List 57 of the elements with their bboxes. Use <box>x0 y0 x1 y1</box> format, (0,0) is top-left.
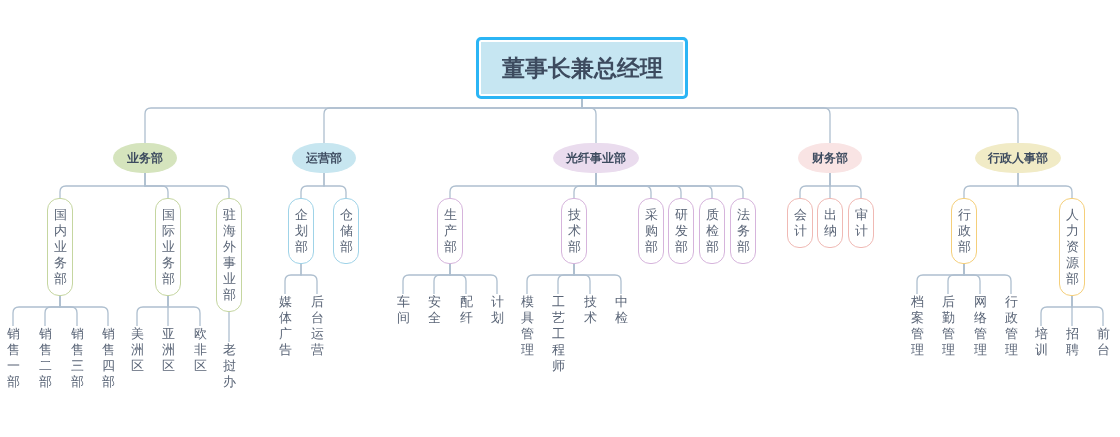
unit-label: 招聘 <box>1064 326 1080 358</box>
unit-label: 培训 <box>1033 326 1049 358</box>
unit-label: 后台运营 <box>309 294 325 358</box>
unit-label: 老挝办 <box>221 342 237 390</box>
unit-label: 安全 <box>426 294 442 326</box>
unit-label: 销售二部 <box>37 326 53 390</box>
connector-line <box>1071 295 1104 327</box>
department-box: 财务部 <box>798 143 862 173</box>
unit-label: 销售一部 <box>5 326 21 390</box>
unit-label: 行政管理 <box>1003 294 1019 358</box>
unit-label: 欧非区 <box>192 326 208 374</box>
sub-department-box: 技术部 <box>561 198 587 264</box>
unit-label: 配纤 <box>458 294 474 326</box>
connector-line <box>228 311 230 343</box>
sub-department-box: 研发部 <box>668 198 694 264</box>
connector-line <box>59 295 109 327</box>
connector-line <box>829 172 862 199</box>
unit-label: 技术 <box>582 294 598 326</box>
connector-line <box>167 295 201 327</box>
sub-department-box: 采购部 <box>638 198 664 264</box>
sub-department-box: 审计 <box>848 198 874 248</box>
unit-label: 销售三部 <box>69 326 85 390</box>
unit-label: 亚洲区 <box>160 326 176 374</box>
connector-line <box>300 263 318 295</box>
unit-label: 车间 <box>395 294 411 326</box>
sub-department-box: 仓储部 <box>333 198 359 264</box>
connector-line <box>1017 172 1073 199</box>
unit-label: 工艺工程师 <box>550 294 566 374</box>
unit-label: 计划 <box>489 294 505 326</box>
root-box: 董事长兼总经理 <box>476 37 688 99</box>
unit-label: 销售四部 <box>100 326 116 390</box>
unit-label: 前台 <box>1095 326 1111 358</box>
unit-label: 中检 <box>613 294 629 326</box>
department-box: 光纤事业部 <box>553 143 639 173</box>
unit-label: 档案管理 <box>909 294 925 358</box>
connector-line <box>323 172 347 199</box>
sub-department-box: 国内业务部 <box>47 198 73 296</box>
connector-line <box>144 172 230 199</box>
connector-line <box>595 172 744 199</box>
unit-label: 美洲区 <box>129 326 145 374</box>
department-box: 行政人事部 <box>975 143 1061 173</box>
sub-department-box: 企划部 <box>288 198 314 264</box>
sub-department-box: 人力资源部 <box>1059 198 1085 296</box>
unit-label: 网络管理 <box>972 294 988 358</box>
sub-department-box: 国际业务部 <box>155 198 181 296</box>
unit-label: 媒体广告 <box>277 294 293 358</box>
sub-department-box: 质检部 <box>699 198 725 264</box>
unit-label: 模具管理 <box>519 294 535 358</box>
sub-department-box: 法务部 <box>730 198 756 264</box>
department-box: 业务部 <box>113 143 177 173</box>
sub-department-box: 出纳 <box>817 198 843 248</box>
sub-department-box: 驻海外事业部 <box>216 198 242 312</box>
unit-label: 后勤管理 <box>940 294 956 358</box>
sub-department-box: 行政部 <box>951 198 977 264</box>
department-box: 运营部 <box>292 143 356 173</box>
sub-department-box: 生产部 <box>437 198 463 264</box>
sub-department-box: 会计 <box>787 198 813 248</box>
